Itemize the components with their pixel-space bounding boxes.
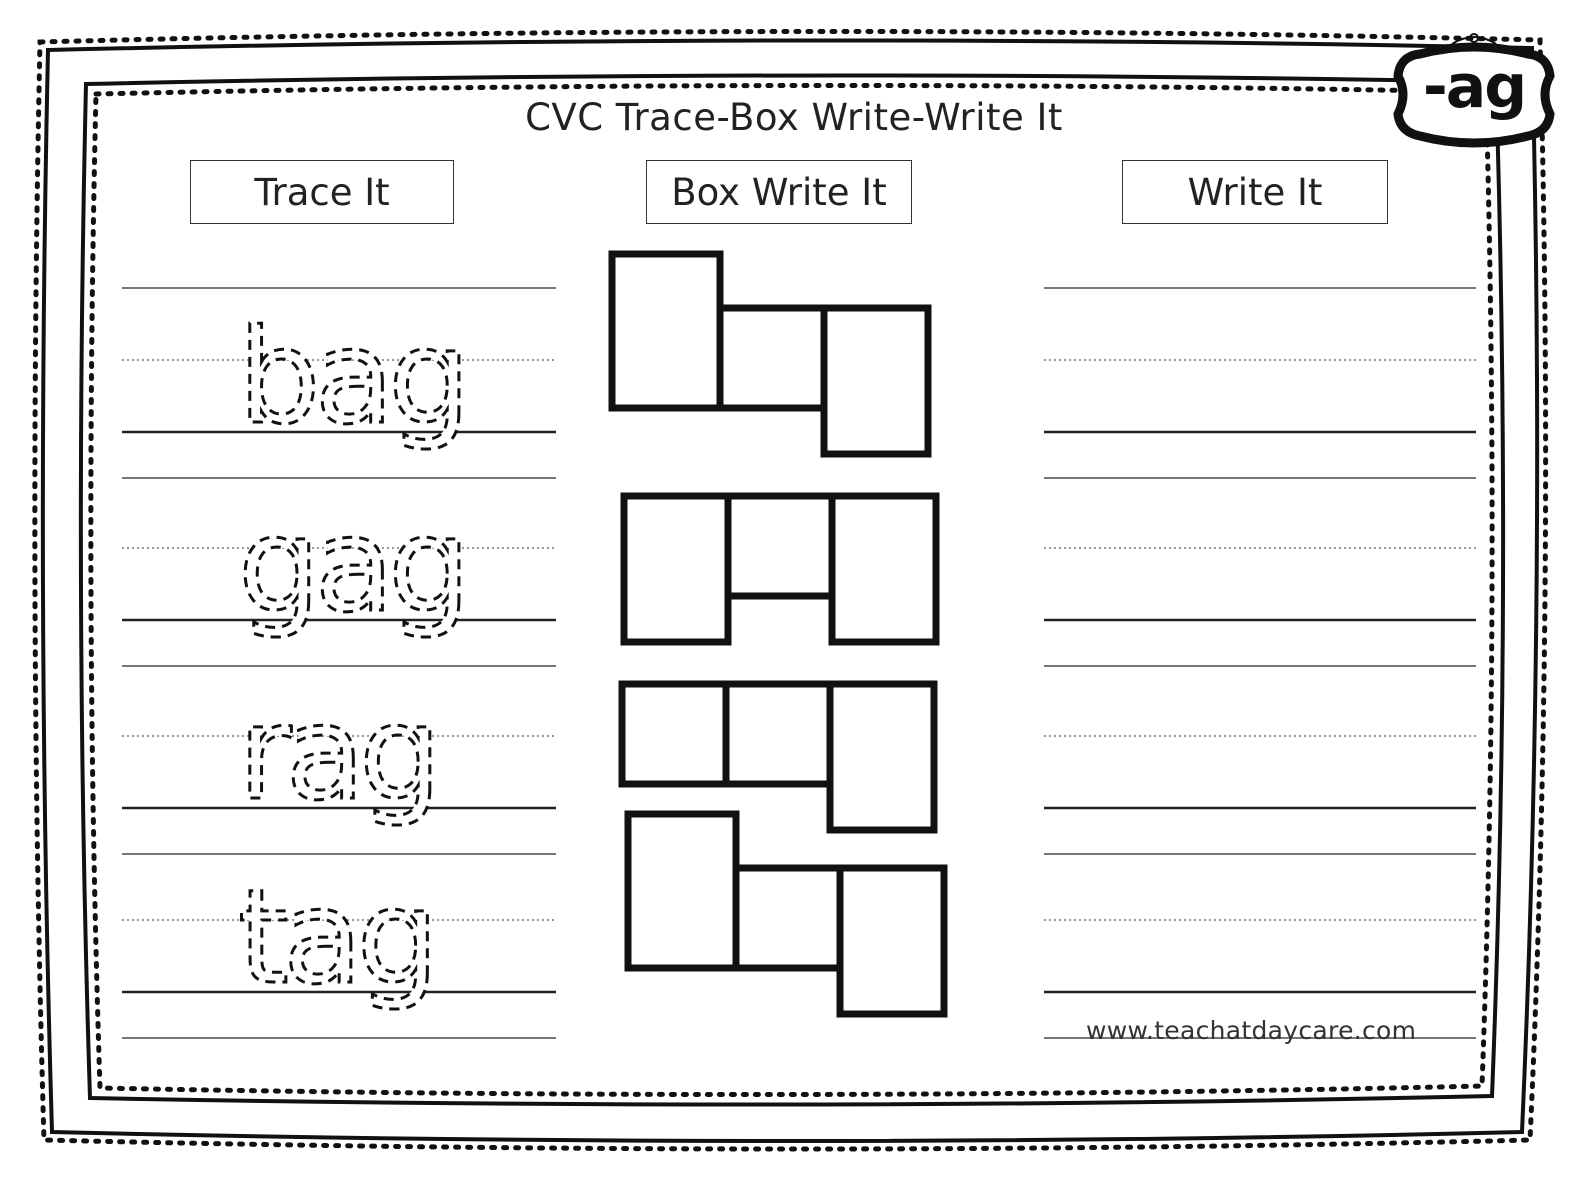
trace-word-gag: gag	[238, 489, 465, 641]
letter-box-bag-2[interactable]	[716, 304, 828, 412]
letter-box-rag-3[interactable]	[826, 680, 938, 834]
tag-label: -ag	[1422, 52, 1527, 122]
worksheet-title: CVC Trace-Box Write-Write It	[525, 96, 1063, 139]
word-family-tag: -ag	[1390, 32, 1558, 156]
letter-box-tag-2[interactable]	[732, 864, 844, 972]
website-url: www.teachatdaycare.com	[1086, 1016, 1417, 1045]
trace-word-tag: tag	[238, 861, 433, 1013]
trace-word-bag: bag	[238, 301, 465, 453]
letter-box-gag-2[interactable]	[724, 492, 836, 600]
write-it-header: Write It	[1122, 160, 1388, 224]
letter-box-rag-1[interactable]	[618, 680, 730, 788]
trace-word-rag: rag	[238, 677, 436, 829]
letter-box-bag-1[interactable]	[608, 250, 724, 412]
box-write-it-header: Box Write It	[646, 160, 912, 224]
tag-frame-icon	[1393, 33, 1555, 148]
letter-box-tag-3[interactable]	[836, 864, 948, 1018]
letter-box-rag-2[interactable]	[722, 680, 834, 788]
letter-box-gag-1[interactable]	[620, 492, 732, 646]
letter-box-tag-1[interactable]	[624, 810, 740, 972]
trace-it-header: Trace It	[190, 160, 454, 224]
letter-box-gag-3[interactable]	[828, 492, 940, 646]
letter-box-bag-3[interactable]	[820, 304, 932, 458]
